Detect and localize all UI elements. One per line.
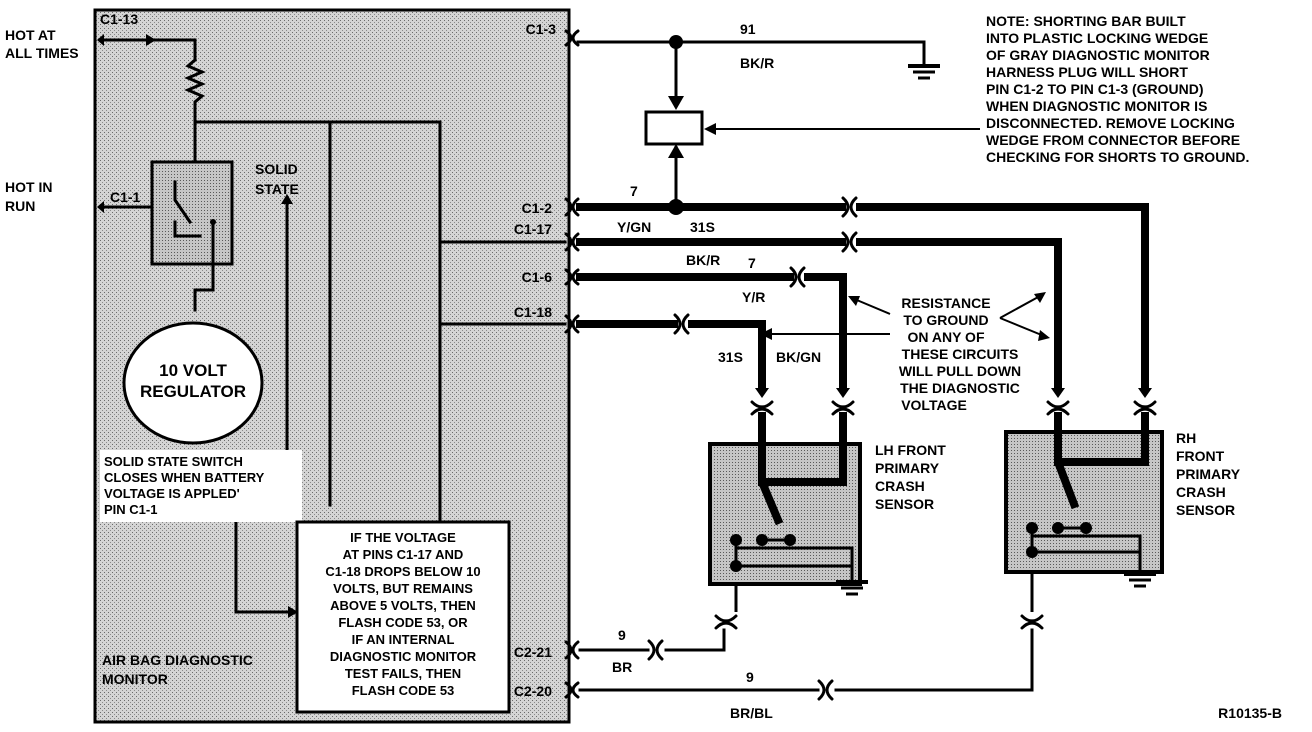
hot-at-all-times-1: HOT AT bbox=[5, 27, 56, 43]
rh-sensor-label-4: CRASH bbox=[1176, 484, 1226, 500]
resistance-note-line-3: ON ANY OF bbox=[907, 329, 984, 345]
resistance-note-line-4: THESE CIRCUITS bbox=[902, 346, 1019, 362]
wire-31s-lh: 31S bbox=[718, 349, 743, 365]
pin-c2-21: C2-21 bbox=[514, 644, 552, 660]
voltage-note-line-1: IF THE VOLTAGE bbox=[350, 530, 456, 545]
switch-note-line-4: PIN C1-1 bbox=[104, 502, 157, 517]
rh-front-crash-sensor: RH FRONT PRIMARY CRASH SENSOR bbox=[1004, 428, 1241, 588]
shorting-note-line-4: HARNESS PLUG WILL SHORT bbox=[986, 64, 1188, 80]
wire-br: BR bbox=[612, 659, 632, 675]
resistance-note-line-5: WILL PULL DOWN bbox=[899, 363, 1021, 379]
internal-wiring bbox=[97, 34, 567, 618]
voltage-note-line-4: VOLTS, BUT REMAINS bbox=[333, 581, 473, 596]
shorting-note-line-6: WHEN DIAGNOSTIC MONITOR IS bbox=[986, 98, 1207, 114]
shorting-note-line-2: INTO PLASTIC LOCKING WEDGE bbox=[986, 30, 1208, 46]
resistance-note: RESISTANCE TO GROUND ON ANY OF THESE CIR… bbox=[899, 295, 1021, 413]
pin-c1-17: C1-17 bbox=[514, 221, 552, 237]
pin-c1-13: C1-13 bbox=[100, 11, 138, 27]
module-title-1: AIR BAG DIAGNOSTIC bbox=[102, 652, 253, 668]
shorting-note-line-9: CHECKING FOR SHORTS TO GROUND. bbox=[986, 149, 1249, 165]
rh-sensor-label-3: PRIMARY bbox=[1176, 466, 1241, 482]
module-connectors bbox=[564, 29, 580, 699]
resistance-note-line-2: TO GROUND bbox=[903, 312, 988, 328]
wire-y-r: Y/R bbox=[742, 289, 765, 305]
voltage-note: IF THE VOLTAGE AT PINS C1-17 AND C1-18 D… bbox=[295, 520, 511, 714]
voltage-note-line-6: FLASH CODE 53, OR bbox=[338, 615, 468, 630]
shorting-note-line-3: OF GRAY DIAGNOSTIC MONITOR bbox=[986, 47, 1210, 63]
voltage-note-line-10: FLASH CODE 53 bbox=[352, 683, 455, 698]
regulator-label-1: 10 VOLT bbox=[159, 361, 227, 380]
pin-c1-6: C1-6 bbox=[522, 269, 553, 285]
voltage-note-line-7: IF AN INTERNAL bbox=[352, 632, 455, 647]
solid-state-label-1: SOLID bbox=[255, 161, 298, 177]
lh-front-crash-sensor: LH FRONT PRIMARY CRASH SENSOR bbox=[708, 440, 946, 596]
wire-bk-gn: BK/GN bbox=[776, 349, 821, 365]
shorting-note-line-8: WEDGE FROM CONNECTOR BEFORE bbox=[986, 132, 1240, 148]
voltage-regulator: 10 VOLT REGULATOR bbox=[122, 321, 264, 445]
pin-c2-20: C2-20 bbox=[514, 683, 552, 699]
rh-sensor-label-5: SENSOR bbox=[1176, 502, 1235, 518]
hot-at-all-times-2: ALL TIMES bbox=[5, 45, 79, 61]
shorting-bar-note: NOTE: SHORTING BAR BUILT INTO PLASTIC LO… bbox=[986, 13, 1249, 165]
module-title-2: MONITOR bbox=[102, 671, 168, 687]
regulator-label-2: REGULATOR bbox=[140, 382, 246, 401]
voltage-note-line-3: C1-18 DROPS BELOW 10 bbox=[325, 564, 480, 579]
resistance-note-line-7: VOLTAGE bbox=[901, 397, 967, 413]
solid-state-switch bbox=[150, 160, 234, 266]
pin-c1-2: C1-2 bbox=[522, 200, 553, 216]
shorting-note-line-7: DISCONNECTED. REMOVE LOCKING bbox=[986, 115, 1235, 131]
rh-sensor-label-2: FRONT bbox=[1176, 448, 1225, 464]
voltage-note-line-5: ABOVE 5 VOLTS, THEN bbox=[330, 598, 476, 613]
wire-9-lh: 9 bbox=[618, 627, 626, 643]
diagnostic-monitor: SOLID STATE 10 VOLT REGULATOR SOLID STAT… bbox=[93, 8, 571, 724]
wire-bk-r-mid: BK/R bbox=[686, 252, 720, 268]
wire-9-rh: 9 bbox=[746, 669, 754, 685]
lh-sensor-label-1: LH FRONT bbox=[875, 442, 946, 458]
lh-sensor-label-4: SENSOR bbox=[875, 496, 934, 512]
wire-br-bl: BR/BL bbox=[730, 705, 773, 721]
pin-c1-1: C1-1 bbox=[110, 189, 141, 205]
pin-c1-18: C1-18 bbox=[514, 304, 552, 320]
shorting-bar bbox=[644, 42, 980, 200]
wire-y-gn: Y/GN bbox=[617, 219, 651, 235]
wire-91: 91 bbox=[740, 21, 756, 37]
hot-in-run-2: RUN bbox=[5, 198, 35, 214]
switch-note-line-3: VOLTAGE IS APPLED' bbox=[104, 486, 240, 501]
voltage-note-line-2: AT PINS C1-17 AND bbox=[343, 547, 464, 562]
shorting-note-line-1: NOTE: SHORTING BAR BUILT bbox=[986, 13, 1186, 29]
voltage-note-line-8: DIAGNOSTIC MONITOR bbox=[330, 649, 477, 664]
switch-note: SOLID STATE SWITCH CLOSES WHEN BATTERY V… bbox=[100, 450, 302, 522]
lh-sensor-label-2: PRIMARY bbox=[875, 460, 940, 476]
figure-id: R10135-B bbox=[1218, 705, 1282, 721]
wire-7-top: 7 bbox=[630, 183, 638, 199]
rh-sensor-label-1: RH bbox=[1176, 430, 1196, 446]
resistance-note-line-1: RESISTANCE bbox=[901, 295, 990, 311]
voltage-note-line-9: TEST FAILS, THEN bbox=[345, 666, 461, 681]
shorting-note-line-5: PIN C1-2 TO PIN C1-3 (GROUND) bbox=[986, 81, 1204, 97]
wire-bk-r-top: BK/R bbox=[740, 55, 774, 71]
switch-note-line-2: CLOSES WHEN BATTERY bbox=[104, 470, 265, 485]
lh-sensor-label-3: CRASH bbox=[875, 478, 925, 494]
wire-7-mid: 7 bbox=[748, 255, 756, 271]
solid-state-label-2: STATE bbox=[255, 181, 299, 197]
hot-in-run-1: HOT IN bbox=[5, 179, 52, 195]
wire-31s-top: 31S bbox=[690, 219, 715, 235]
pin-c1-3: C1-3 bbox=[526, 21, 557, 37]
resistance-note-line-6: THE DIAGNOSTIC bbox=[900, 380, 1020, 396]
switch-note-line-1: SOLID STATE SWITCH bbox=[104, 454, 243, 469]
